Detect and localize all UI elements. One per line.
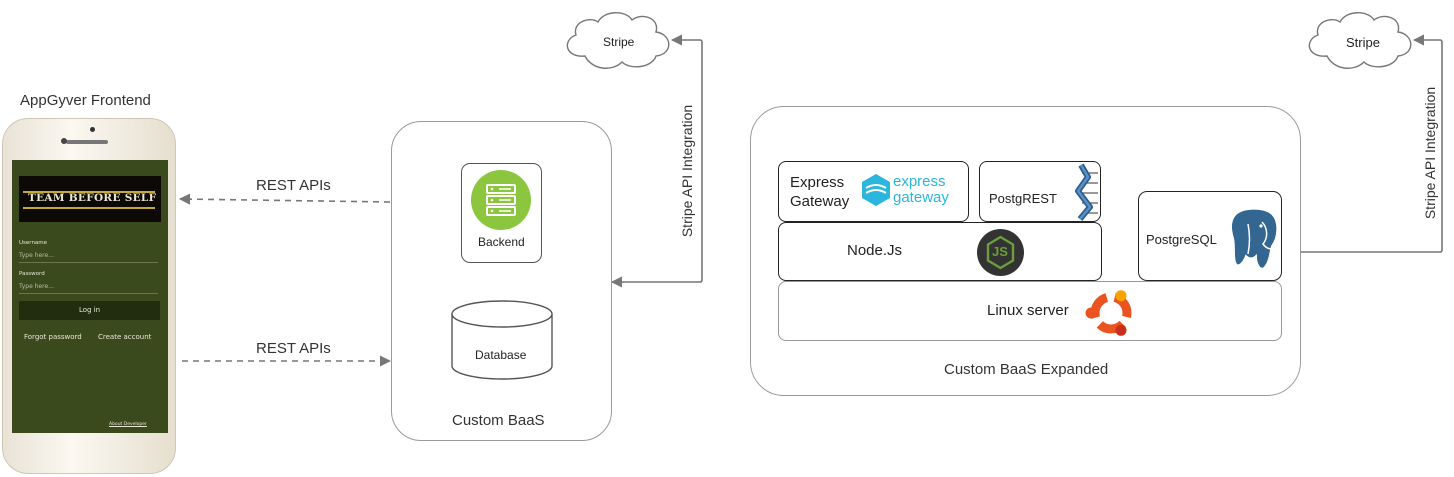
login-button[interactable]: Log in xyxy=(19,301,160,320)
phone-sensor xyxy=(61,138,67,144)
team-logo-text: TEAM BEFORE SELF xyxy=(28,192,157,204)
password-input[interactable]: Type here... xyxy=(19,283,158,294)
express-gateway-hex-icon xyxy=(862,174,890,206)
custom-baas-expanded-title: Custom BaaS Expanded xyxy=(944,361,1109,378)
server-icon xyxy=(471,170,531,230)
database-label: Database xyxy=(475,348,527,362)
create-account-link[interactable]: Create account xyxy=(98,333,152,341)
express-logo-bottom: gateway xyxy=(893,189,949,206)
stripe-right-integration-label: Stripe API Integration xyxy=(1422,86,1438,220)
stripe-right-connector xyxy=(1281,34,1443,258)
forgot-password-link[interactable]: Forgot password xyxy=(24,333,82,341)
ubuntu-logo-icon xyxy=(1085,290,1132,336)
postgrest-box xyxy=(979,161,1101,222)
nodejs-logo-icon: JS xyxy=(977,229,1024,276)
team-logo: TEAM BEFORE SELF xyxy=(19,176,161,222)
stripe-right-label: Stripe xyxy=(1346,35,1380,50)
postgrest-label: PostgREST xyxy=(989,191,1057,206)
phone-camera xyxy=(90,127,95,132)
server-glyph xyxy=(486,184,516,216)
username-input[interactable]: Type here... xyxy=(19,252,158,263)
database-cylinder xyxy=(451,300,553,380)
express-logo-top: express xyxy=(893,173,946,190)
phone-title: AppGyver Frontend xyxy=(20,92,151,109)
backend-label: Backend xyxy=(478,235,525,249)
stripe-left-label: Stripe xyxy=(603,35,635,49)
nodejs-label: Node.Js xyxy=(847,242,903,259)
phone-screen: TEAM BEFORE SELF Username Type here... P… xyxy=(12,160,168,433)
postgresql-elephant-icon xyxy=(1230,207,1279,270)
postgrest-logo-icon xyxy=(1075,163,1098,221)
nodejs-logo-text: JS xyxy=(992,244,1008,259)
stripe-left-integration-label: Stripe API Integration xyxy=(679,104,695,238)
login-button-label: Log in xyxy=(79,306,101,314)
stripe-left-connector xyxy=(610,34,703,288)
team-logo-banner xyxy=(23,191,155,209)
stripe-left-cloud xyxy=(566,12,670,69)
express-gateway-label: Express Gateway xyxy=(790,174,850,210)
rest-api-top-arrow xyxy=(178,193,391,205)
custom-baas-title: Custom BaaS xyxy=(452,412,545,429)
phone-speaker xyxy=(66,140,108,144)
password-label: Password xyxy=(19,271,45,277)
username-label: Username xyxy=(19,240,48,246)
nodejs-box xyxy=(778,222,1102,281)
linux-server-box xyxy=(778,281,1282,341)
postgresql-label: PostgreSQL xyxy=(1146,232,1217,247)
rest-api-bottom-label: REST APIs xyxy=(256,340,331,357)
linux-server-label: Linux server xyxy=(987,302,1069,319)
stripe-right-cloud xyxy=(1308,12,1412,69)
rest-api-top-label: REST APIs xyxy=(256,177,331,194)
nodejs-hex-glyph xyxy=(986,235,1015,270)
about-developer-link[interactable]: About Developer xyxy=(109,422,147,427)
